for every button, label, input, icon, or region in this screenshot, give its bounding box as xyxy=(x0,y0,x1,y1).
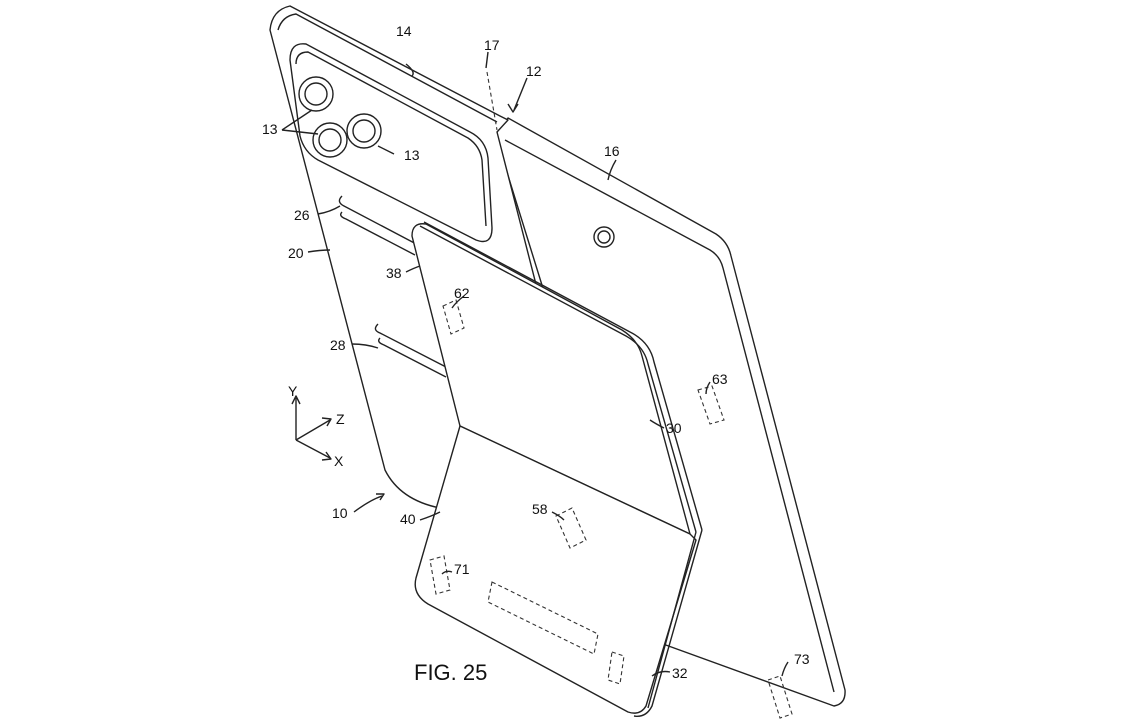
label-73: 73 xyxy=(794,651,810,667)
label-62: 62 xyxy=(454,285,470,301)
axis-x-label: X xyxy=(334,453,344,469)
label-26: 26 xyxy=(294,207,310,223)
label-28: 28 xyxy=(330,337,346,353)
label-30: 30 xyxy=(666,420,682,436)
label-38: 38 xyxy=(386,265,402,281)
label-20: 20 xyxy=(288,245,304,261)
second-housing xyxy=(496,117,846,707)
label-13a: 13 xyxy=(262,121,278,137)
label-16: 16 xyxy=(604,143,620,159)
axis-triad xyxy=(291,395,332,461)
upper-flap xyxy=(411,221,703,535)
axis-z-label: Z xyxy=(336,411,345,427)
label-14: 14 xyxy=(396,23,412,39)
label-58: 58 xyxy=(532,501,548,517)
figure-caption: FIG. 25 xyxy=(414,660,487,685)
bottom-right-sensor-outline xyxy=(767,675,793,719)
label-32: 32 xyxy=(672,665,688,681)
lower-flap xyxy=(414,425,703,717)
label-17: 17 xyxy=(484,37,500,53)
leader-lines xyxy=(281,51,789,677)
label-71: 71 xyxy=(454,561,470,577)
label-63: 63 xyxy=(712,371,728,387)
label-12: 12 xyxy=(526,63,542,79)
label-13b: 13 xyxy=(404,147,420,163)
label-40: 40 xyxy=(400,511,416,527)
axis-y-label: Y xyxy=(288,383,298,399)
label-10: 10 xyxy=(332,505,348,521)
